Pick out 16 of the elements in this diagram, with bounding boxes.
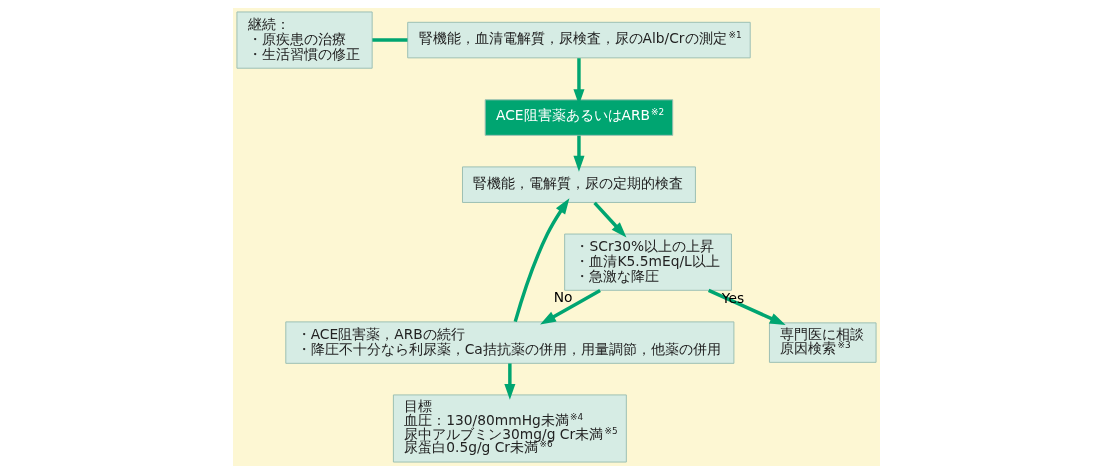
arrow <box>707 288 786 325</box>
node-box: ・ACE阻害薬，ARBの続行 ・降圧不十分なら利尿薬，Ca拮抗薬の併用，用量調節，他薬の併用 <box>284 321 734 364</box>
node-box: 専門医に相談 原因検索$^{※3}$ <box>768 322 877 363</box>
arrow <box>503 363 515 400</box>
arrow <box>592 201 626 238</box>
node-box: 継続： ・原疾患の治療 ・生活習慣の修正 <box>235 11 373 69</box>
arrow <box>572 135 584 172</box>
edge-label: No <box>553 289 573 306</box>
arrow <box>539 288 601 325</box>
node-box: 腎機能，電解質，尿の定期的検査 <box>461 166 696 203</box>
node-box: 腎機能，血清電解質，尿検査，尿のAlb/Crの測定$^{※1}$ <box>406 21 751 59</box>
connector <box>371 38 407 42</box>
arrow <box>513 198 569 323</box>
node-box: ACE阻害薬あるいはARB$^{※2}$ <box>484 99 673 136</box>
node-box: 目標 血圧：130/80mmHg未満$^{※4}$ 尿中アルブミン30mg/g Cr未満$^{※5}$ 尿蛋白0.5g/g Cr未満$^{※6}$ <box>392 394 627 463</box>
node-box: ・SCr30%以上の上昇 ・血清K5.5mEq/L以上 ・急激な降圧 <box>563 233 732 291</box>
